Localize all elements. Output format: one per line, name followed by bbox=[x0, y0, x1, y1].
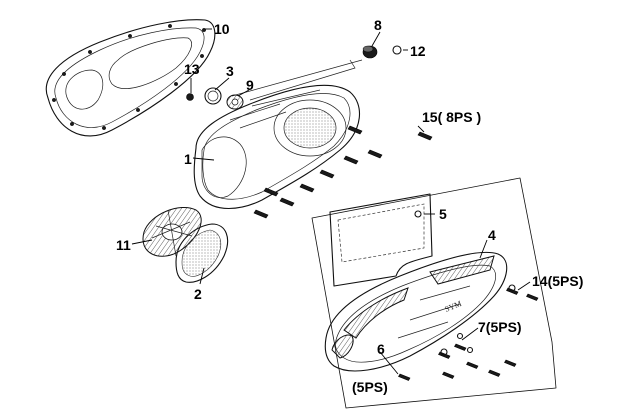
callout-13: 13 bbox=[184, 61, 200, 77]
outer-transmission-cover: SYM bbox=[324, 251, 508, 372]
callout-7: 7(5PS) bbox=[478, 319, 522, 335]
assembly-frame bbox=[311, 177, 557, 409]
callout-6: 6 bbox=[377, 341, 385, 357]
gasket-bolt-holes bbox=[52, 24, 206, 130]
cooling-fan bbox=[142, 206, 202, 257]
callout-14: 14(5PS) bbox=[532, 273, 584, 289]
outer-cover-gasket bbox=[45, 19, 216, 137]
callout-9: 9 bbox=[246, 77, 254, 93]
callout-11: 11 bbox=[116, 237, 131, 253]
o-ring bbox=[392, 45, 402, 55]
callout-8: 8 bbox=[374, 17, 382, 33]
callout-15: 15( 8PS ) bbox=[422, 109, 482, 125]
cover-bolts bbox=[253, 125, 433, 219]
callout-6-sub: (5PS) bbox=[352, 379, 388, 395]
callout-4: 4 bbox=[488, 227, 496, 243]
callout-2: 2 bbox=[194, 286, 202, 302]
outer-cover-screws bbox=[398, 284, 539, 381]
callout-5: 5 bbox=[439, 206, 447, 222]
callout-12: 12 bbox=[410, 43, 426, 59]
filter-element bbox=[175, 223, 229, 283]
inner-cover bbox=[193, 84, 361, 209]
small-parts-group bbox=[186, 87, 244, 110]
callout-3: 3 bbox=[226, 63, 234, 79]
leader-lines bbox=[131, 28, 531, 375]
oil-seal-cap bbox=[362, 45, 378, 59]
alignment-line bbox=[231, 59, 363, 101]
cover-logo-mark: SYM bbox=[443, 299, 462, 314]
cover-gasket-sheet bbox=[329, 193, 433, 287]
callout-1: 1 bbox=[184, 151, 192, 167]
callout-10: 10 bbox=[214, 21, 230, 37]
